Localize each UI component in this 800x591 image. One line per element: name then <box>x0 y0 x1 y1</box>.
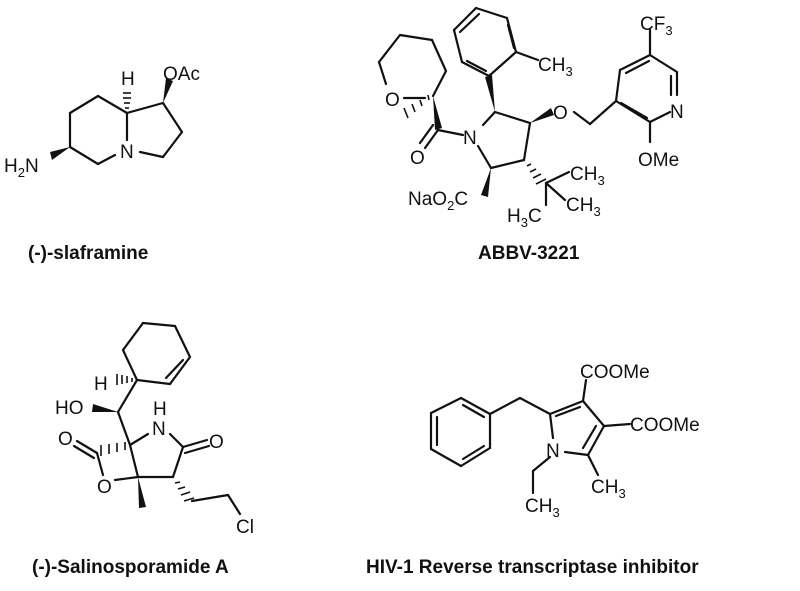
compound-slaframine: OAc H N H2N (-)-slaframine <box>0 0 300 280</box>
atom-n-pyrrolidine: N <box>463 128 477 149</box>
compound-name: HIV-1 Reverse transcriptase inhibitor <box>366 557 699 578</box>
hash-bond <box>123 92 131 109</box>
atom-ch3-n-ethyl: CH3 <box>525 496 560 520</box>
compound-hiv1-rt-inhibitor: COOMe COOMe N CH3 CH3 HIV-1 Reverse tran… <box>366 340 800 591</box>
atom-ho: HO <box>55 398 84 419</box>
atom-n: N <box>546 441 560 462</box>
atom-o-ring: O <box>385 90 400 111</box>
compound-abbv-3221: CF3 CH3 O N O N O OMe NaO2C CH3 CH3 H3C … <box>350 0 800 280</box>
atom-cl: Cl <box>236 517 254 538</box>
hash-bond <box>403 94 430 119</box>
hash-bond <box>100 442 126 456</box>
compound-salinosporamide-a: H HO H N O O O Cl (-)-Salinosporamide A <box>0 290 330 591</box>
atom-tbu-ch3-3: H3C <box>507 206 542 230</box>
atom-h: H <box>121 69 135 90</box>
atom-ome: OMe <box>638 150 679 171</box>
atom-o-carbonyl: O <box>410 148 425 169</box>
salinosporamide-a-structure: H HO H N O O O Cl <box>55 321 254 538</box>
atom-ch3-c-methyl: CH3 <box>591 477 626 501</box>
hash-bond <box>174 481 195 502</box>
atom-nao2c: NaO2C <box>408 189 468 213</box>
compound-name: ABBV-3221 <box>478 243 580 264</box>
atom-o-lactam: O <box>209 432 224 453</box>
hash-bond <box>526 163 547 185</box>
atom-oac: OAc <box>163 64 200 85</box>
atom-cf3: CF3 <box>640 14 673 38</box>
slaframine-structure: OAc H N H2N <box>4 64 200 180</box>
atom-n-pyridine: N <box>670 102 684 123</box>
atom-h: H <box>94 374 108 395</box>
hash-bond <box>116 374 133 385</box>
atom-coome-2: COOMe <box>630 415 700 436</box>
atom-coome-1: COOMe <box>580 362 650 383</box>
atom-nh-h: H <box>153 399 167 420</box>
abbv-3221-structure: CF3 CH3 O N O N O OMe NaO2C CH3 CH3 H3C <box>377 6 684 230</box>
atom-nh-n: N <box>152 419 166 440</box>
hiv1-rt-inhibitor-structure: COOMe COOMe N CH3 CH3 <box>429 362 700 520</box>
atom-o-ether: O <box>553 103 568 124</box>
atom-n: N <box>120 142 134 163</box>
atom-o-ring: O <box>97 477 112 498</box>
atom-tbu-ch3-2: CH3 <box>566 195 601 219</box>
atom-amine: H2N <box>4 156 39 180</box>
compound-name: (-)-slaframine <box>28 243 149 264</box>
atom-o-lactone-carbonyl: O <box>58 429 73 450</box>
atom-tbu-ch3-1: CH3 <box>570 164 605 188</box>
compound-name: (-)-Salinosporamide A <box>32 557 229 578</box>
atom-ch3: CH3 <box>538 55 573 79</box>
